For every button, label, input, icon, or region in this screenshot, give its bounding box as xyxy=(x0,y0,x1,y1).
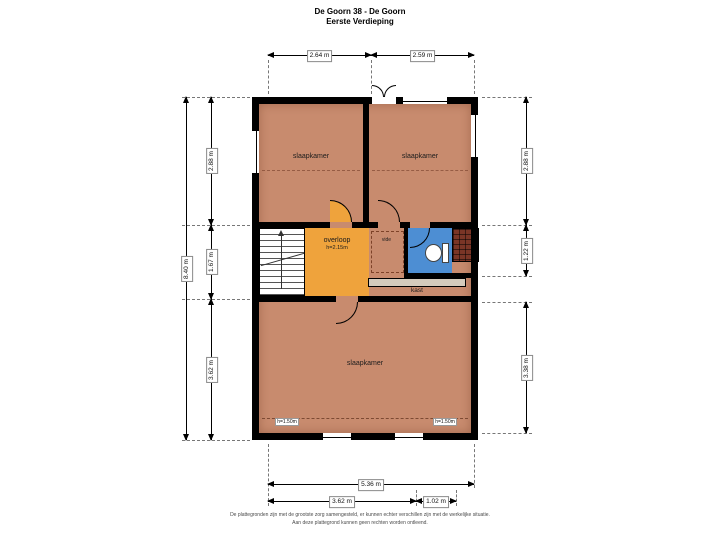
floor-subtitle: Eerste Verdieping xyxy=(326,17,394,26)
dimension-left-top: 2.88 m xyxy=(206,96,218,226)
floor-plan: h=1.50m h=1.50m slaapkamer slaapkamer ov… xyxy=(252,85,479,440)
window xyxy=(394,433,424,440)
door-arc xyxy=(384,85,396,97)
extension-line xyxy=(182,299,250,300)
dimension-right-top: 2.88 m xyxy=(521,96,533,226)
extension-line xyxy=(482,276,532,277)
dimension-label: 2.59 m xyxy=(409,50,436,62)
dimension-label: 5.36 m xyxy=(358,479,384,491)
stairs-direction-line xyxy=(281,234,282,289)
extension-line xyxy=(371,60,372,94)
knee-height-label-right: h=1.50m xyxy=(433,418,457,426)
dimension-label: 2.64 m xyxy=(306,50,333,62)
landing-name: overloop xyxy=(323,237,351,244)
wall-outer-left xyxy=(252,97,259,440)
dimension-top-right: 2.59 m xyxy=(370,50,475,62)
wall xyxy=(430,222,478,228)
page-title: De Goorn 38 - De Goorn xyxy=(314,7,406,16)
extension-line xyxy=(474,444,475,488)
disclaimer-line-2: Aan deze plattegrond kunnen geen rechten… xyxy=(292,520,428,526)
slope-line-left xyxy=(262,170,360,171)
extension-line xyxy=(482,225,532,226)
closet-label: kast xyxy=(411,287,423,294)
slope-line-right xyxy=(372,170,468,171)
wall-outer-top xyxy=(252,97,478,104)
wall xyxy=(400,222,410,228)
extension-line xyxy=(182,225,250,226)
dimension-label: 1.22 m xyxy=(521,237,533,264)
exterior-door-opening xyxy=(372,97,396,104)
landing-height-label: h=2.15m xyxy=(326,245,348,252)
extension-line xyxy=(182,97,250,98)
extension-line xyxy=(182,440,250,441)
window xyxy=(471,114,478,158)
bedroom-bottom-label: slaapkamer xyxy=(346,360,384,367)
knee-height-label-left: h=1.50m xyxy=(275,418,299,426)
window xyxy=(322,433,352,440)
extension-line xyxy=(482,433,532,434)
dimension-right-mid: 1.22 m xyxy=(521,224,533,277)
landing-floor xyxy=(305,228,369,296)
extension-line xyxy=(268,60,269,94)
extension-line xyxy=(268,444,269,506)
wall xyxy=(408,273,471,278)
dimension-label: 3.38 m xyxy=(521,354,533,381)
dimension-bottom-right: 1.02 m xyxy=(415,496,457,508)
dimension-label: 1.02 m xyxy=(423,496,449,508)
knee-height-line xyxy=(262,418,468,419)
extension-line xyxy=(482,97,532,98)
bedroom-top-left-label: slaapkamer xyxy=(292,153,330,160)
wall xyxy=(358,296,478,302)
wall xyxy=(404,228,408,278)
toilet-tank-icon xyxy=(442,243,449,263)
disclaimer-line-1: De plattegronden zijn met de grootste zo… xyxy=(230,512,490,518)
dimension-bottom-total: 5.36 m xyxy=(267,479,475,491)
bedroom-top-right-label: slaapkamer xyxy=(401,153,439,160)
wall-outer-bottom xyxy=(252,433,478,440)
dimension-label: 8.40 m xyxy=(181,255,193,282)
dimension-bottom-left: 3.62 m xyxy=(267,496,417,508)
landing-label: overloop h=2.15m xyxy=(305,237,369,251)
wall xyxy=(352,222,378,228)
wall xyxy=(252,222,330,228)
closet-strip xyxy=(368,278,466,287)
dimension-label: 2.88 m xyxy=(206,148,218,174)
dimension-left-mid: 1.67 m xyxy=(206,224,218,300)
dimension-label: 3.62 m xyxy=(329,496,355,508)
toilet-bowl-icon xyxy=(425,244,442,262)
wall xyxy=(252,296,336,302)
extension-line xyxy=(482,302,532,303)
extension-line xyxy=(474,60,475,94)
door-arc xyxy=(372,85,384,97)
wall-outer-right xyxy=(471,97,478,440)
dimension-left-total: 8.40 m xyxy=(181,96,193,441)
vide-label: vide xyxy=(381,237,392,243)
window xyxy=(402,97,448,104)
vide-outline xyxy=(371,231,404,273)
stairs xyxy=(259,228,305,296)
dimension-left-bottom: 3.62 m xyxy=(206,298,218,441)
dimension-right-bottom: 3.38 m xyxy=(521,301,533,434)
dimension-label: 1.67 m xyxy=(206,249,218,275)
window xyxy=(252,130,259,174)
dimension-label: 2.88 m xyxy=(521,148,533,174)
dimension-top-left: 2.64 m xyxy=(267,50,372,62)
wall xyxy=(363,104,369,222)
stairs-arrow-icon xyxy=(278,230,284,236)
dimension-label: 3.62 m xyxy=(206,356,218,383)
